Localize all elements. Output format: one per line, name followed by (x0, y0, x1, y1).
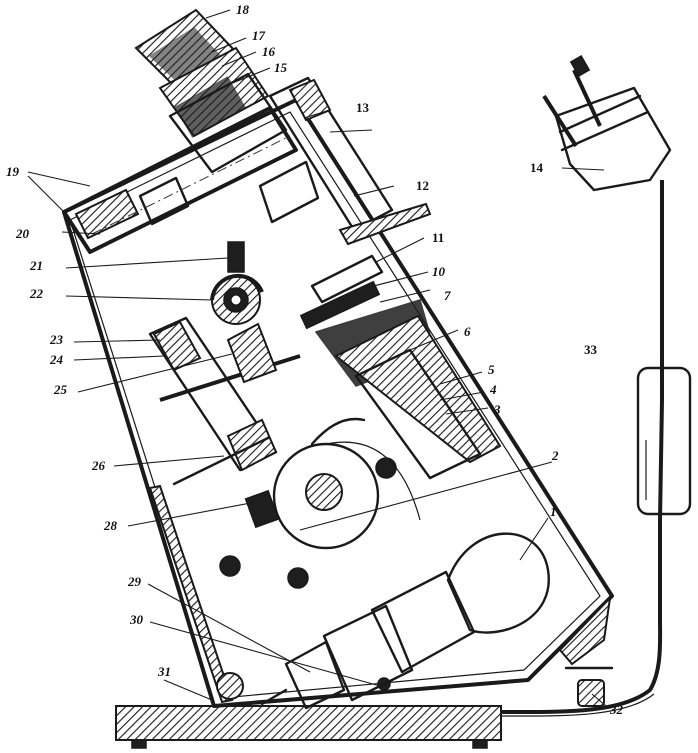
top-cap-assembly (134, 8, 288, 174)
foot-screw (564, 666, 614, 707)
main-housing (62, 98, 614, 708)
label-24: 24 (49, 352, 64, 367)
label-4: 4 (489, 382, 497, 397)
label-18: 18 (236, 2, 250, 17)
plug (542, 55, 672, 192)
base-plate (115, 705, 502, 749)
label-13: 13 (356, 100, 370, 115)
label-16: 16 (262, 44, 276, 59)
label-2: 2 (551, 448, 559, 463)
label-10: 10 (432, 264, 446, 279)
label-19: 19 (6, 164, 20, 179)
label-5: 5 (488, 362, 495, 377)
label-26: 26 (91, 458, 106, 473)
label-30: 30 (129, 612, 144, 627)
knobs (216, 555, 391, 700)
switch-box (636, 366, 692, 516)
part-labels: 18 17 16 15 13 12 11 10 7 6 5 4 3 2 1 14… (6, 2, 624, 717)
label-17: 17 (252, 28, 266, 43)
label-6: 6 (464, 324, 471, 339)
eyepiece-tube (258, 76, 432, 304)
label-25: 25 (53, 382, 68, 397)
gear-assembly (210, 241, 264, 325)
label-11: 11 (432, 230, 444, 245)
stage-assembly (299, 280, 502, 480)
label-31: 31 (157, 664, 171, 679)
label-23: 23 (49, 332, 64, 347)
label-7: 7 (444, 288, 451, 303)
label-15: 15 (274, 60, 288, 75)
label-21: 21 (29, 258, 43, 273)
label-20: 20 (15, 226, 30, 241)
label-22: 22 (29, 286, 44, 301)
label-3: 3 (493, 402, 501, 417)
label-14: 14 (530, 160, 544, 175)
lamp (260, 532, 550, 710)
label-28: 28 (103, 518, 118, 533)
power-cord (499, 180, 664, 717)
label-32: 32 (609, 702, 624, 717)
focusing-slide (148, 316, 301, 486)
label-1: 1 (550, 504, 557, 519)
leader-lines (27, 9, 607, 707)
label-29: 29 (127, 574, 142, 589)
label-12: 12 (416, 178, 429, 193)
label-33: 33 (584, 342, 598, 357)
condenser-disc (244, 441, 421, 550)
upper-arm (62, 106, 298, 254)
